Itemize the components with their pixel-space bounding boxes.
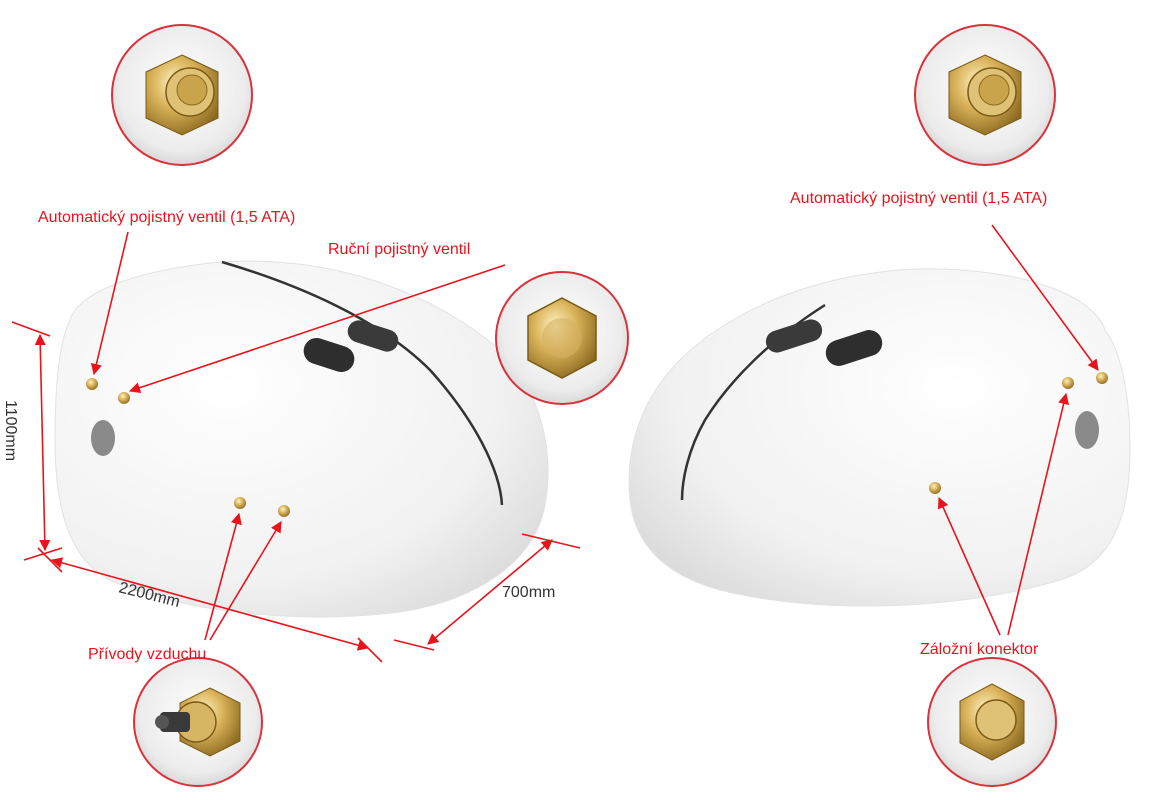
label-auto-valve-left: Automatický pojistný ventil (1,5 ATA) [38, 209, 295, 226]
left-chamber-window-1 [303, 337, 355, 373]
detail-manual-valve [495, 271, 629, 405]
right-chamber-port [1075, 411, 1099, 449]
left-chamber [54, 260, 549, 618]
left-chamber-body [54, 260, 549, 618]
label-dim-height: 1100mm [2, 400, 19, 461]
dimension-lines [11, 321, 581, 663]
right-auto-valve-fitting-1 [1062, 377, 1074, 389]
left-manual-valve-fitting [118, 392, 130, 404]
detail-air-inlet [133, 657, 263, 787]
detail-auto-valve-right [914, 24, 1056, 166]
left-auto-valve-fitting [86, 378, 98, 390]
right-chamber [628, 268, 1131, 607]
dim-length-line [50, 557, 370, 651]
right-chamber-body [628, 268, 1131, 607]
left-chamber-port [91, 420, 115, 456]
arrow-backup-connector-2 [1007, 392, 1070, 636]
detail-backup-connector [927, 657, 1057, 787]
right-auto-valve-fitting-2 [1096, 372, 1108, 384]
detail-auto-valve-left [111, 24, 253, 166]
label-air-inlets: Přívody vzduchu [88, 646, 206, 663]
dim-width-line [427, 539, 553, 645]
label-auto-valve-right: Automatický pojistný ventil (1,5 ATA) [790, 190, 1047, 207]
backup-connector-fitting [929, 482, 941, 494]
arrow-auto-valve-left [90, 231, 129, 376]
dim-height-line [34, 333, 51, 552]
air-inlet-fitting-1 [234, 497, 246, 509]
right-chamber-window-2 [825, 330, 883, 366]
label-dim-width: 700mm [502, 584, 555, 601]
air-inlet-fitting-2 [278, 505, 290, 517]
arrow-backup-connector [937, 496, 1001, 636]
right-chamber-window-1 [765, 319, 823, 353]
arrow-manual-valve [128, 264, 506, 394]
label-backup-connector: Záložní konektor [920, 641, 1039, 658]
left-chamber-window-2 [347, 320, 399, 352]
label-manual-valve: Ruční pojistný ventil [328, 241, 470, 258]
arrow-auto-valve-right [991, 224, 1099, 371]
left-chamber-seam [221, 260, 504, 506]
